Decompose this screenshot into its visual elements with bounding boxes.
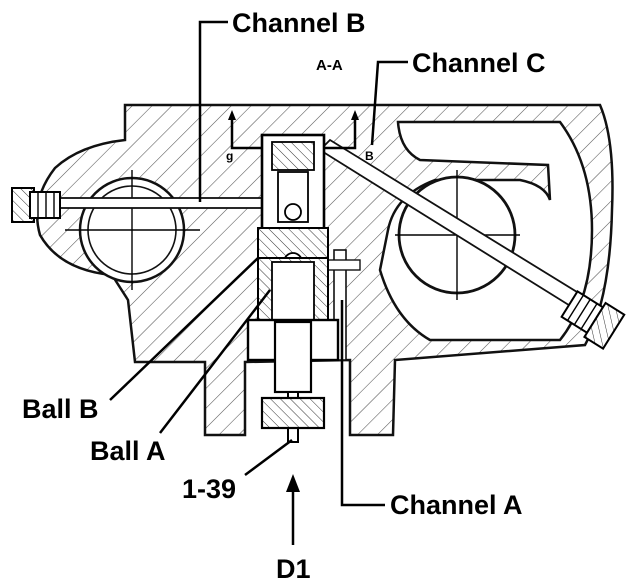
label-channel-c: Channel C: [412, 48, 546, 78]
label-channel-a: Channel A: [390, 490, 523, 520]
valve-assembly: [246, 133, 340, 443]
label-direction: D1: [276, 554, 311, 582]
adjuster-nut: [260, 396, 326, 430]
label-section: A-A: [316, 57, 343, 74]
leader-lines: [109, 20, 408, 507]
right-fitting: [560, 290, 626, 350]
section-mark-right: B: [365, 149, 374, 163]
ball-a: [284, 203, 302, 221]
section-mark-left: g: [226, 149, 233, 163]
section-marks: g B: [226, 110, 374, 163]
d1-arrow: [286, 474, 300, 545]
label-channel-b: Channel B: [232, 8, 366, 38]
label-ball-a: Ball A: [90, 436, 166, 466]
label-part-number: 1-39: [182, 474, 236, 504]
channel-b-passage: [59, 197, 266, 209]
left-fitting: [11, 187, 61, 223]
label-ball-b: Ball B: [22, 394, 99, 424]
